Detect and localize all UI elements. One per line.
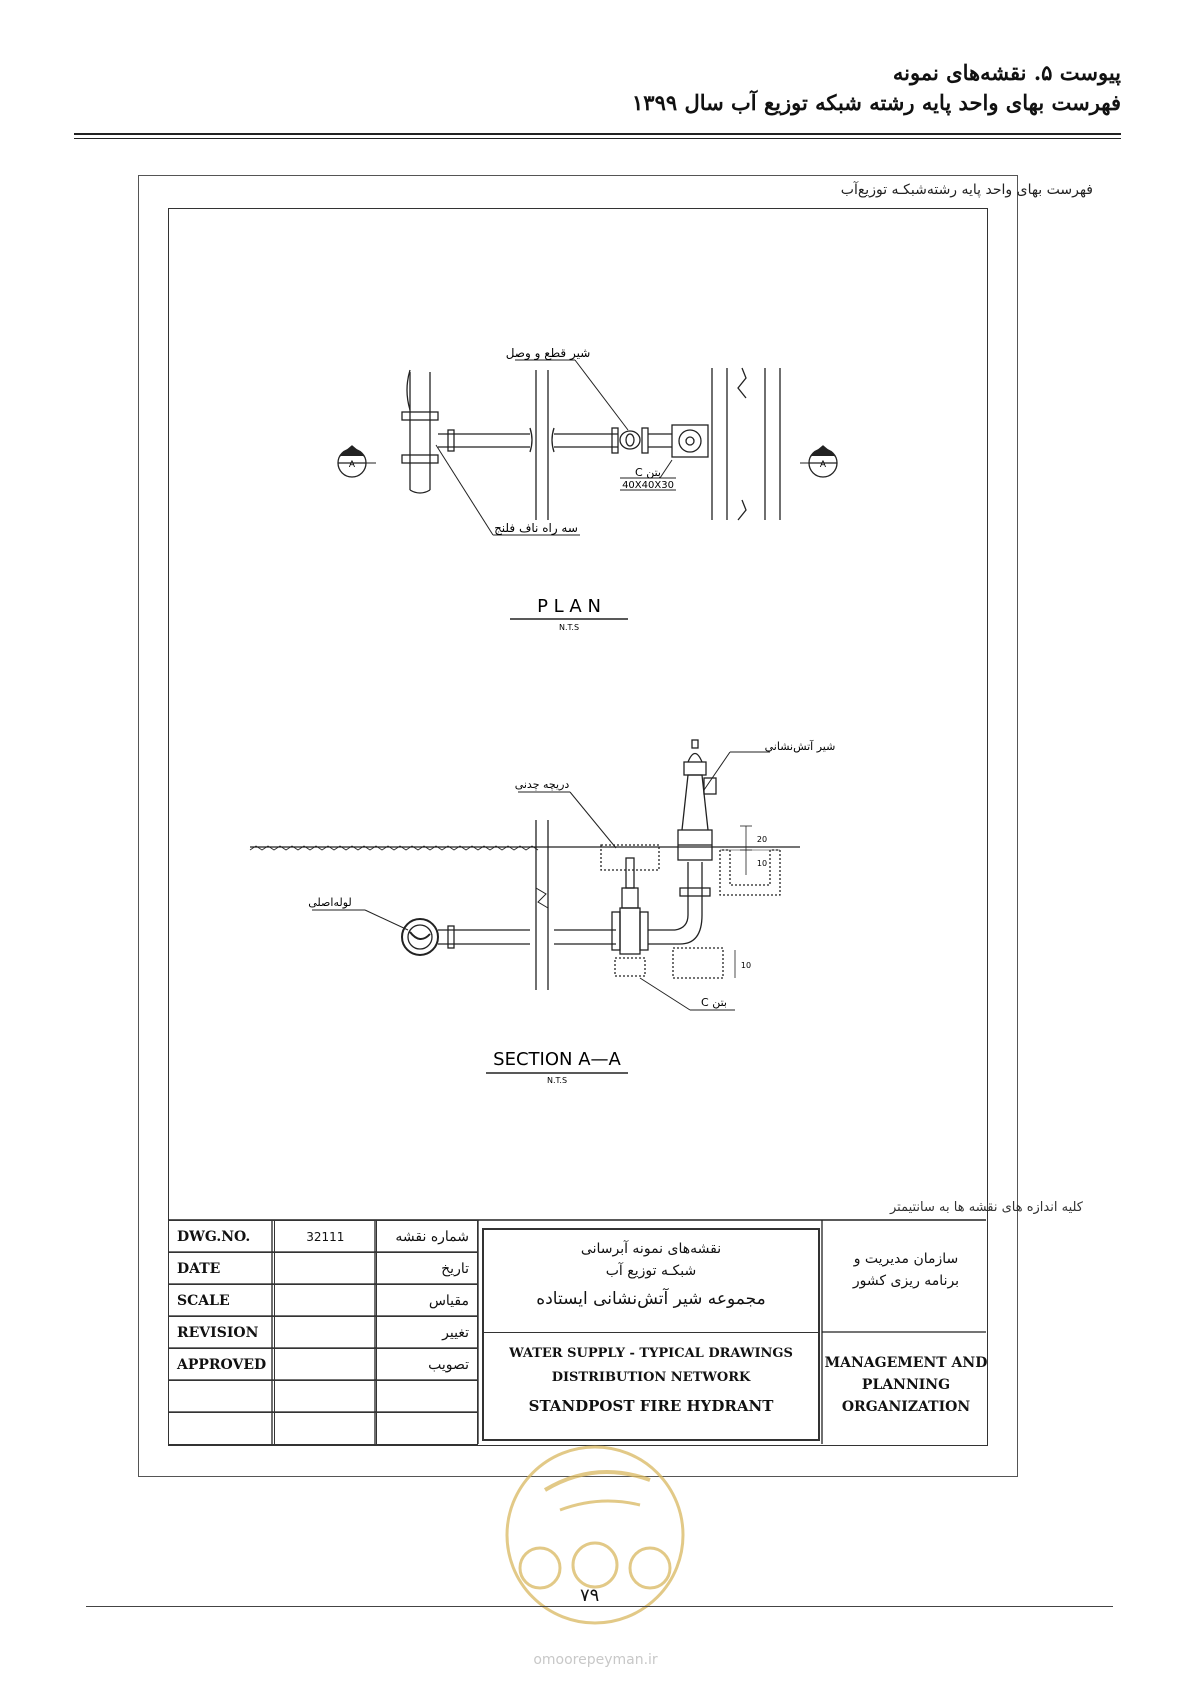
sheet-title: فهرست بهای واحد پایه رشته‌شبکـه توزیع‌آب <box>840 182 1093 198</box>
drawing-name-box: نقشه‌های نمونه آبرسانی شبکـه توزیع آب مج… <box>482 1228 820 1441</box>
units-note: کلیه اندازه های نقشه ها به سانتیمتر <box>889 1200 1083 1215</box>
title-row: APPROVED تصویب <box>167 1348 479 1381</box>
header-line-1: پیوست ۵. نقشه‌های نمونه <box>892 60 1121 85</box>
section-dim-1: 20 <box>757 835 767 844</box>
plan-valve-label: شیر قطع و وصل <box>506 346 591 361</box>
section-main-pipe <box>401 918 439 956</box>
plan-branch-pipe <box>438 370 618 520</box>
drawing-name-fa-line2: شبکـه توزیع آب <box>605 1263 697 1279</box>
drawing-name-divider <box>484 1332 818 1333</box>
plan-title: P L A N <box>537 596 601 617</box>
drawing-name-en-line1: WATER SUPPLY - TYPICAL DRAWINGS <box>509 1346 793 1361</box>
drawing-name-english: WATER SUPPLY - TYPICAL DRAWINGS DISTRIBU… <box>484 1342 818 1418</box>
section-marker-left <box>337 445 376 478</box>
organization-persian: سازمان مدیریت و برنامه ریزی کشور <box>826 1248 986 1292</box>
title-row <box>167 1380 479 1413</box>
section-riser-elbow <box>648 862 724 979</box>
website-watermark: omoorepeyman.ir <box>533 1652 658 1668</box>
watermark-seal <box>505 1445 685 1625</box>
title-row-en <box>167 1380 276 1413</box>
section-marker-right <box>800 445 838 478</box>
org-fa-line2: برنامه ریزی کشور <box>852 1273 960 1289</box>
plan-marker-right-letter: A <box>820 460 827 470</box>
plan-gate-valve <box>611 427 672 454</box>
title-row-fa: تصویب <box>375 1348 479 1381</box>
footer-rule <box>86 1606 1113 1607</box>
title-row-value <box>274 1284 377 1317</box>
title-row-value <box>274 1316 377 1349</box>
plan-concrete-label: بتن C <box>635 466 661 479</box>
header-line-2: فهرست بهای واحد پایه رشته شبکه توزیع آب … <box>632 90 1121 115</box>
title-row-fa <box>375 1412 479 1445</box>
section-mainpipe-label: لوله‌اصلی <box>308 896 352 909</box>
title-row-value: 32111 <box>274 1220 377 1253</box>
drawing-name-en-line2: DISTRIBUTION NETWORK <box>551 1370 751 1385</box>
section-hydrant-label: شیر آتش‌نشانی <box>765 739 836 753</box>
title-row-value <box>274 1380 377 1413</box>
section-gate-valve <box>600 844 660 977</box>
plan-tee-label: سه راه ناف فلنج <box>494 521 578 536</box>
organization-english: MANAGEMENT AND PLANNING ORGANIZATION <box>822 1352 990 1418</box>
title-row-value <box>274 1348 377 1381</box>
title-row-en <box>167 1412 276 1445</box>
plan-dimensions-label: 40X40X30 <box>622 480 674 491</box>
org-en-line3: ORGANIZATION <box>841 1399 971 1415</box>
title-row-fa <box>375 1380 479 1413</box>
page-number: ۷۹ <box>580 1585 600 1606</box>
section-dim-3: 10 <box>741 961 751 970</box>
header-rule-thick <box>74 133 1121 135</box>
plan-scale: N.T.S <box>559 623 579 632</box>
plan-marker-left-letter: A <box>349 460 356 470</box>
title-row-en: REVISION <box>167 1316 276 1349</box>
drawing-name-en-line3: STANDPOST FIRE HYDRANT <box>528 1397 774 1415</box>
drawing-name-fa-line3: مجموعه شیر آتش‌نشانی ایستاده <box>536 1289 766 1309</box>
title-row-en: DWG.NO. <box>167 1220 276 1253</box>
page-header: پیوست ۵. نقشه‌های نمونه فهرست بهای واحد … <box>632 58 1121 118</box>
title-row-fa: تاریخ <box>375 1252 479 1285</box>
header-rule-thin <box>74 138 1121 139</box>
section-branch-pipe <box>438 820 616 990</box>
title-row: REVISION تغییر <box>167 1316 479 1349</box>
drawing-name-fa-line1: نقشه‌های نمونه آبرسانی <box>580 1241 722 1257</box>
title-row-fa: مقیاس <box>375 1284 479 1317</box>
org-en-line2: PLANNING <box>861 1377 951 1393</box>
title-row-value <box>274 1412 377 1445</box>
title-block: DWG.NO. 32111 شماره نقشه DATE تاریخ SCAL… <box>167 1220 986 1445</box>
title-row-en: SCALE <box>167 1284 276 1317</box>
plan-hydrant-box <box>671 424 709 458</box>
section-dim-2: 10 <box>757 859 767 868</box>
title-row: DWG.NO. 32111 شماره نقشه <box>167 1220 479 1253</box>
section-scale: N.T.S <box>547 1076 567 1085</box>
title-row-fa: شماره نقشه <box>375 1220 479 1253</box>
section-fire-hydrant <box>677 739 717 897</box>
title-row: SCALE مقیاس <box>167 1284 479 1317</box>
section-cover-label: دریچه چدنی <box>515 778 570 791</box>
title-row-en: APPROVED <box>167 1348 276 1381</box>
section-drain-channel <box>719 849 781 896</box>
plan-main-pipe <box>401 369 439 494</box>
drawing-sheet-inner-frame <box>168 208 988 1446</box>
section-ground-line <box>249 845 800 851</box>
org-fa-line1: سازمان مدیریت و <box>853 1251 959 1267</box>
org-en-line1: MANAGEMENT AND <box>824 1355 988 1371</box>
title-row-en: DATE <box>167 1252 276 1285</box>
plan-curb <box>711 367 781 521</box>
title-row: DATE تاریخ <box>167 1252 479 1285</box>
section-title: SECTION A—A <box>493 1049 621 1070</box>
section-concrete-label: بتن C <box>701 996 727 1009</box>
title-row <box>167 1412 479 1445</box>
title-row-value <box>274 1252 377 1285</box>
title-row-fa: تغییر <box>375 1316 479 1349</box>
drawing-name-persian: نقشه‌های نمونه آبرسانی شبکـه توزیع آب مج… <box>484 1230 818 1330</box>
